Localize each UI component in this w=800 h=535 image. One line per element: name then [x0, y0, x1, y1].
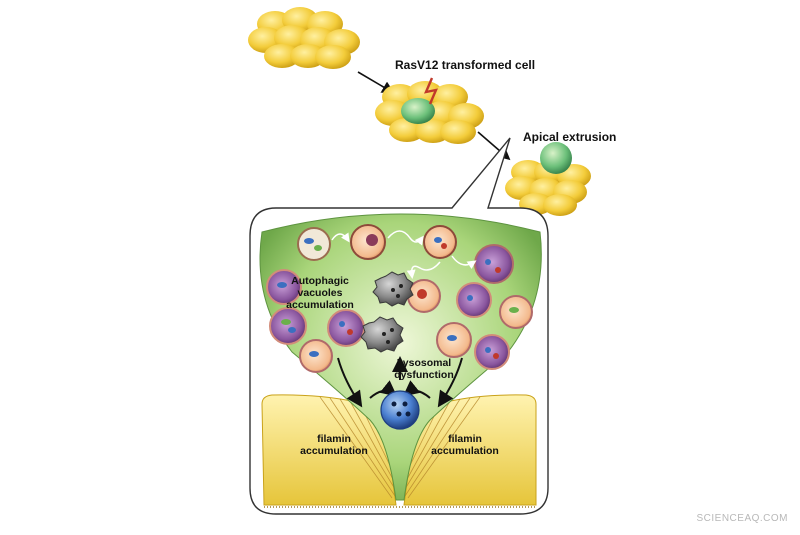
- epithelium-sheet-transformed: [375, 77, 484, 144]
- neighbour-cells: [261, 394, 537, 508]
- label-filamin-right: filamin accumulation: [431, 433, 499, 457]
- label-transformed-cell: RasV12 transformed cell: [395, 58, 536, 72]
- epithelium-sheet-extrusion: [505, 142, 591, 216]
- extruded-cell: [540, 142, 572, 174]
- lysosome-blue: [380, 390, 420, 430]
- watermark: SCIENCEAQ.COM: [696, 513, 788, 524]
- transformed-cell: [401, 98, 435, 124]
- dysfunctional-lysosomes: [360, 271, 414, 353]
- label-apical-extrusion: Apical extrusion: [523, 130, 617, 144]
- autophagic-vacuoles: [266, 224, 533, 373]
- vesicle-movement-arrows: [331, 230, 477, 279]
- label-filamin-left: filamin accumulation: [300, 433, 368, 457]
- epithelium-sheet-normal: [248, 7, 360, 69]
- label-autophagic-vacuoles: Autophagic vacuoles accumulation: [286, 275, 354, 311]
- label-lysosomal-dysfunction: Lysosomal dysfunction: [394, 357, 454, 381]
- lightning-icon: [423, 77, 439, 105]
